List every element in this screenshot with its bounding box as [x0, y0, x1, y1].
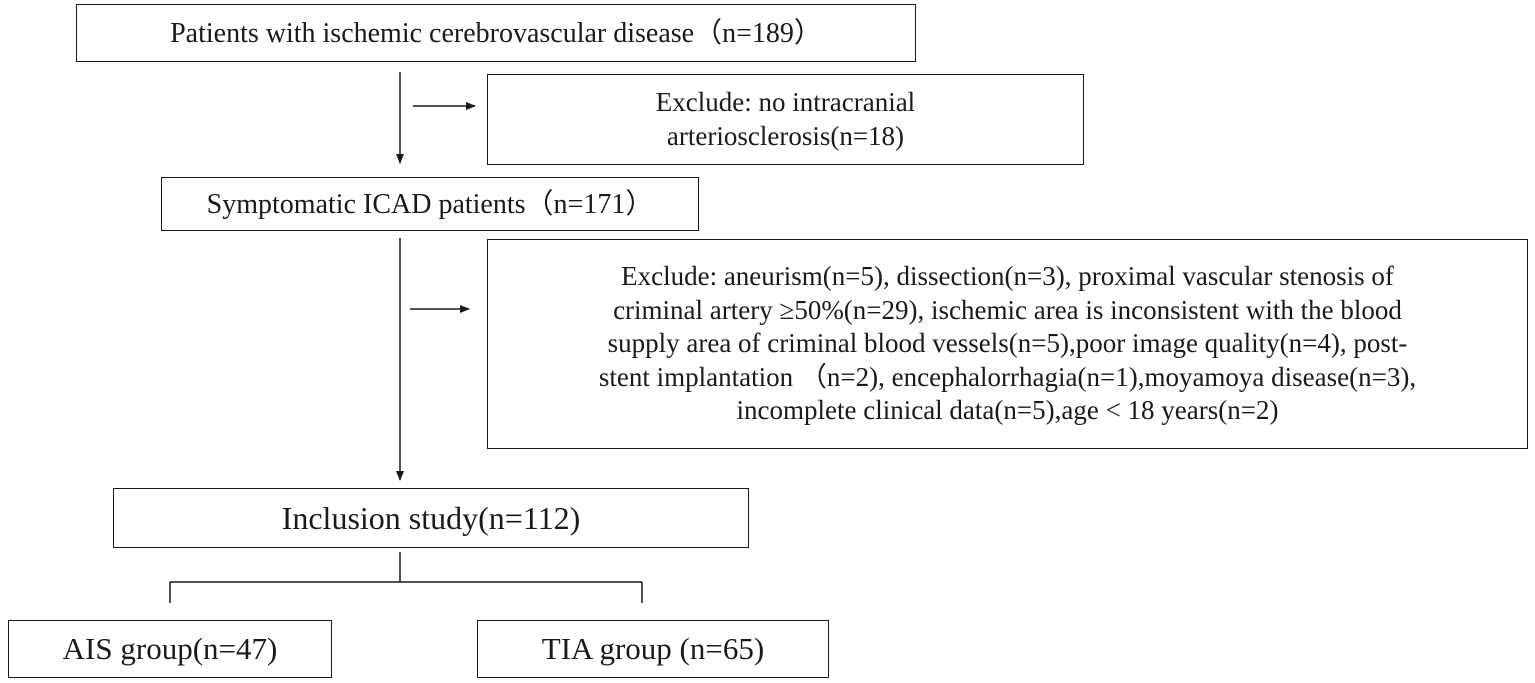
- node-patients: Patients with ischemic cerebrovascular d…: [76, 4, 916, 62]
- exclude-first-line: Exclude: no intracranial: [655, 86, 916, 117]
- node-exclude-first: Exclude: no intracranial arteriosclerosi…: [487, 74, 1084, 165]
- exclude-second-line: stent implantation （n=2), encephalorrhag…: [598, 361, 1417, 392]
- node-ais-group: AIS group(n=47): [8, 620, 332, 678]
- exclude-second-line: criminal artery ≥50%(n=29), ischemic are…: [613, 294, 1402, 325]
- node-inclusion-text: Inclusion study(n=112): [281, 500, 581, 536]
- node-inclusion: Inclusion study(n=112): [113, 488, 749, 548]
- exclude-second-line: incomplete clinical data(n=5),age < 18 y…: [736, 395, 1279, 426]
- node-symptomatic-text: Symptomatic ICAD patients（n=171）: [206, 188, 654, 220]
- exclude-first-line: arteriosclerosis(n=18): [666, 120, 905, 151]
- exclude-second-line: Exclude: aneurism(n=5), dissection(n=3),…: [621, 261, 1394, 292]
- node-ais-group-text: AIS group(n=47): [62, 630, 278, 666]
- node-tia-group-text: TIA group (n=65): [541, 630, 765, 666]
- split-bracket: [169, 552, 643, 603]
- node-patients-text: Patients with ischemic cerebrovascular d…: [170, 17, 822, 49]
- exclude-second-line: supply area of criminal blood vessels(n=…: [607, 328, 1408, 359]
- node-tia-group: TIA group (n=65): [477, 620, 829, 678]
- node-exclude-second: Exclude: aneurism(n=5), dissection(n=3),…: [487, 239, 1528, 449]
- node-symptomatic: Symptomatic ICAD patients（n=171）: [161, 177, 699, 231]
